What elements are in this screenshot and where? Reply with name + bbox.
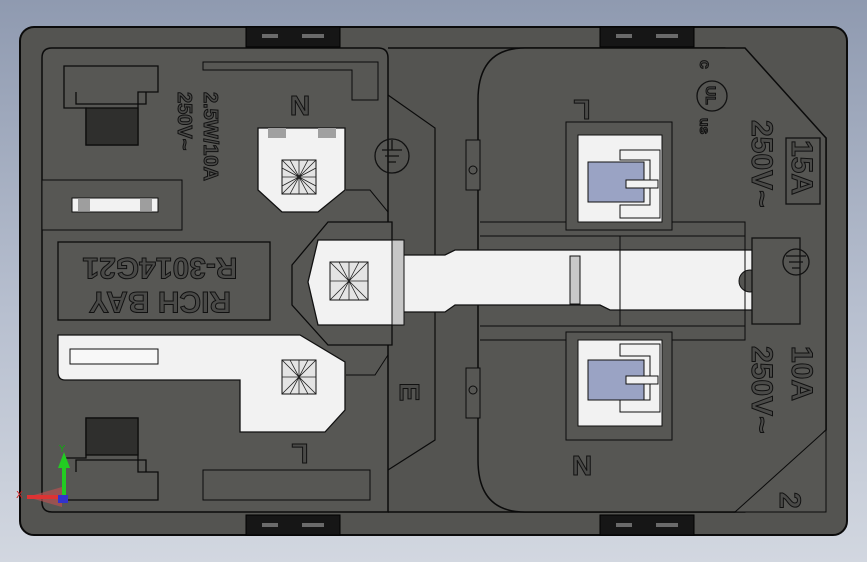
rating-10a-text: 10A [785, 346, 818, 401]
label-n-bottom: N [572, 450, 592, 481]
rating-small-text: 2.5W/10A [199, 92, 221, 181]
axis-x-label: X [16, 490, 23, 501]
groove-top [202, 61, 379, 101]
voltage-15a-text: 250V~ [745, 120, 778, 208]
socket-contact-l[interactable] [565, 121, 673, 231]
earth-symbol-right [751, 237, 810, 325]
cert-c-text: c [696, 60, 713, 69]
axis-y-label: Y [58, 444, 66, 455]
terminal-l-bottom[interactable] [57, 334, 346, 433]
ul-cert-mark: UL c us [696, 60, 728, 135]
fuse-holder [41, 179, 183, 231]
socket-contact-n[interactable] [565, 331, 673, 441]
latch-bottom [63, 417, 159, 501]
label-e: E [394, 383, 425, 402]
label-l-top: L [573, 94, 590, 125]
brand-box [57, 241, 271, 321]
corner-bevel [733, 428, 827, 513]
cert-us-text: us [697, 118, 713, 135]
voltage-10a-text: 250V~ [745, 346, 778, 434]
rating-15a-box [785, 137, 821, 205]
label-n-top: N [290, 90, 310, 121]
index-number-text: 2 [773, 492, 806, 509]
latch-top [63, 65, 159, 146]
model-text: R-3014G21 [82, 251, 237, 284]
voltage-small-text: 250V~ [173, 92, 195, 150]
svg-text:UL: UL [703, 86, 719, 105]
groove-bottom [202, 469, 371, 501]
earth-symbol [374, 138, 410, 174]
mounting-tabs [245, 26, 695, 536]
brand-text: RICH BAY [89, 285, 231, 318]
label-l-bottom: L [291, 438, 308, 469]
terminal-n-top[interactable] [257, 127, 346, 213]
rating-15a-text: 15A [785, 140, 818, 195]
axis-triad: Y X [16, 444, 70, 507]
